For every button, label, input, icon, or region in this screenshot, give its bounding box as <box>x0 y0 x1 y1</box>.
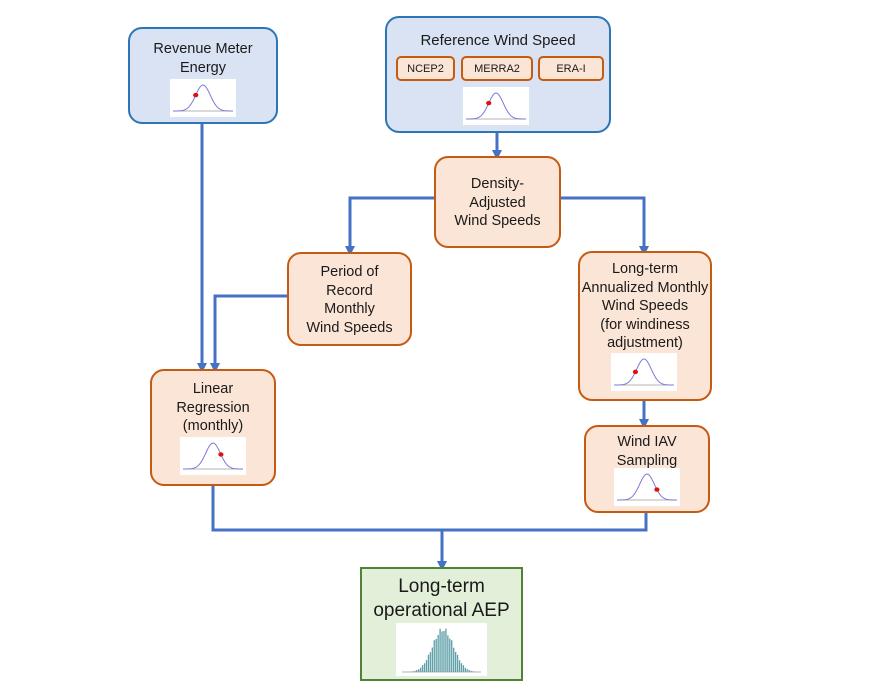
distribution-curve <box>614 358 674 386</box>
histogram-bar <box>435 638 437 672</box>
revenue-meter-energy-label: Revenue Meter Energy <box>153 40 252 77</box>
sample-marker <box>218 452 224 457</box>
histogram-bar <box>462 665 465 672</box>
distribution-curve <box>183 442 243 470</box>
histogram-chart <box>402 628 481 673</box>
bell-curve-chart <box>183 442 243 470</box>
longterm-label-line-2: Annualized Monthly <box>581 279 709 296</box>
regression-distribution-thumbnail <box>180 437 246 475</box>
arrow-density-to-por <box>345 196 434 256</box>
bell-curve-chart <box>617 473 677 501</box>
histogram-bar <box>445 628 447 672</box>
sample-marker <box>193 92 199 98</box>
density-label-line-1: Density- <box>470 176 525 192</box>
por-label-line-3: Monthly <box>324 301 375 317</box>
histogram-bar <box>447 635 449 672</box>
histogram-bar <box>460 663 463 672</box>
histogram-bar <box>431 647 433 672</box>
sample-marker <box>632 369 639 375</box>
histogram-bar <box>433 640 435 672</box>
longterm-label-line-1: Long-term <box>611 261 679 277</box>
iav-distribution-thumbnail <box>614 468 680 506</box>
arrow-por-to-regression <box>210 294 287 373</box>
histogram-bar <box>437 635 439 672</box>
histogram-bar <box>449 638 451 672</box>
histogram-bar <box>466 669 468 672</box>
longterm-label-line-3: Wind Speeds <box>601 298 689 314</box>
long-term-annualized-label: Long-term Annualized Monthly Wind Speeds… <box>582 260 709 353</box>
revenue-distribution-thumbnail <box>170 79 236 117</box>
bell-curve-chart <box>466 92 526 120</box>
revenue-label-line-2: Energy <box>180 59 226 76</box>
iav-label-line-1: Wind IAV <box>617 434 677 450</box>
reference-distribution-thumbnail <box>463 87 529 125</box>
histogram-bar <box>453 647 455 672</box>
histogram-bar <box>425 660 428 672</box>
aep-label: Long-term operational AEP <box>373 575 509 623</box>
histogram-bar <box>454 651 457 672</box>
por-label-line-1: Period of <box>320 264 379 280</box>
density-adjusted-node: Density- Adjusted Wind Speeds <box>434 156 561 248</box>
regression-label-line-2: Regression <box>176 399 250 416</box>
histogram-bar <box>427 654 430 672</box>
period-of-record-label: Period of Record Monthly Wind Speeds <box>306 263 392 337</box>
longterm-label-line-4: (for windiness <box>600 316 690 333</box>
histogram-bar <box>443 631 445 672</box>
distribution-curve <box>617 473 677 501</box>
regression-label-line-3: (monthly) <box>182 418 244 434</box>
histogram-bar <box>414 670 416 672</box>
histogram-bar <box>423 663 426 672</box>
long-term-distribution-thumbnail <box>611 353 677 391</box>
histogram-bar <box>451 640 453 672</box>
histogram-bar <box>439 628 441 672</box>
histogram-bar <box>441 631 443 672</box>
histogram-bar <box>421 665 424 672</box>
density-adjusted-label: Density- Adjusted Wind Speeds <box>454 175 540 231</box>
histogram-bar <box>464 667 466 672</box>
source-era-i-box: ERA-I <box>538 56 604 81</box>
por-label-line-2: Record <box>326 282 373 299</box>
bell-curve-chart <box>614 358 674 386</box>
sample-marker <box>486 100 492 106</box>
revenue-label-line-1: Revenue Meter <box>153 41 253 57</box>
histogram-bar <box>458 660 461 672</box>
histogram-bar <box>416 670 418 672</box>
source-merra2-box: MERRA2 <box>461 56 533 81</box>
histogram-bar <box>418 669 420 672</box>
regression-label-line-1: Linear <box>192 381 234 397</box>
histogram-bar <box>456 654 459 672</box>
aep-histogram-thumbnail <box>396 623 487 676</box>
sample-marker <box>654 487 660 492</box>
por-label-line-4: Wind Speeds <box>306 319 393 336</box>
wind-iav-sampling-label: Wind IAV Sampling <box>617 433 677 470</box>
connector-iav-down <box>442 513 648 532</box>
source-ncep2-box: NCEP2 <box>396 56 455 81</box>
histogram-bar <box>420 667 422 672</box>
connector-regression-down <box>211 486 442 532</box>
distribution-curve <box>173 84 233 112</box>
histogram-bar <box>429 652 432 672</box>
aep-label-line-1: Long-term <box>398 576 485 597</box>
iav-label-line-2: Sampling <box>616 452 678 469</box>
histogram-bar <box>468 670 470 672</box>
histogram-bar <box>470 670 472 672</box>
period-of-record-node: Period of Record Monthly Wind Speeds <box>287 252 412 346</box>
bell-curve-chart <box>173 84 233 112</box>
reference-wind-speed-title: Reference Wind Speed <box>420 32 576 49</box>
distribution-curve <box>466 92 526 120</box>
revenue-meter-energy-node: Revenue Meter Energy <box>128 27 278 124</box>
aep-label-line-2: operational AEP <box>373 600 510 621</box>
linear-regression-label: Linear Regression (monthly) <box>176 380 249 436</box>
density-label-line-2: Adjusted <box>469 194 526 211</box>
density-label-line-3: Wind Speeds <box>454 213 541 229</box>
longterm-label-line-5: adjustment) <box>607 335 683 351</box>
arrow-density-to-longterm <box>561 196 649 256</box>
